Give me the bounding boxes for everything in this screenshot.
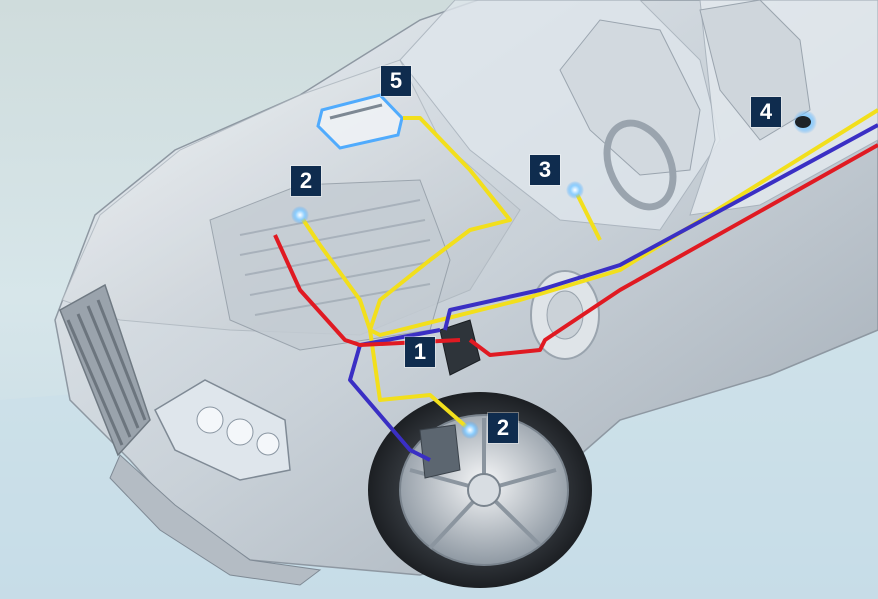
sensor-3 <box>566 181 584 199</box>
ecu-module-5 <box>316 93 404 150</box>
engine-ribs <box>239 199 431 316</box>
wire-red <box>273 143 878 357</box>
sensor-2-top <box>291 206 309 224</box>
seat <box>559 19 701 176</box>
marker-4: 4 <box>751 97 781 127</box>
marker-2-top: 2 <box>291 166 321 196</box>
marker-1: 1 <box>405 337 435 367</box>
brake-caliper <box>419 424 461 479</box>
seat <box>699 0 811 141</box>
grille-slats <box>66 299 147 446</box>
headlight <box>154 379 291 481</box>
steering-wheel <box>603 119 677 211</box>
marker-5: 5 <box>381 66 411 96</box>
sensor-2-bottom <box>461 421 479 439</box>
wire-yellow <box>298 108 878 432</box>
marker-2-bottom: 2 <box>488 413 518 443</box>
control-unit-1 <box>439 319 481 376</box>
wire-blue <box>348 123 878 462</box>
bumper <box>109 454 322 586</box>
marker-3: 3 <box>530 155 560 185</box>
